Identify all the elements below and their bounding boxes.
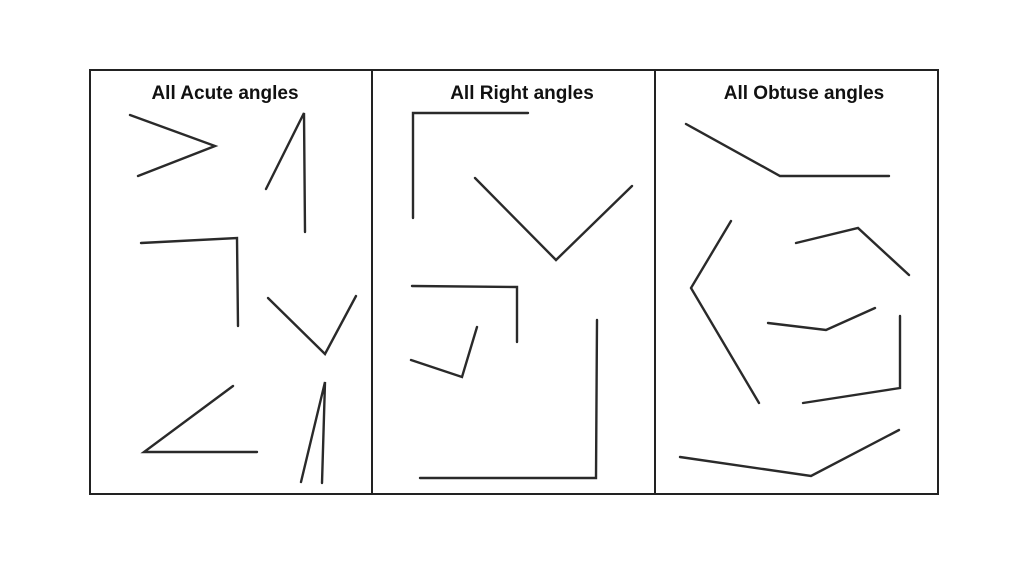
- acute-angle: [139, 236, 240, 328]
- obtuse-angle: [794, 226, 911, 277]
- right-angle: [410, 284, 519, 344]
- right-column-title: All Right angles: [450, 83, 594, 104]
- obtuse-angle: [678, 428, 901, 478]
- outer-frame: [89, 69, 939, 495]
- right-angle: [418, 318, 599, 480]
- acute-angle: [264, 112, 307, 234]
- obtuse-angle: [766, 306, 877, 332]
- obtuse-angle: [684, 122, 891, 178]
- obtuse-column-title: All Obtuse angles: [724, 83, 884, 104]
- right-angle: [409, 325, 479, 379]
- right-angle: [473, 176, 634, 262]
- acute-angle: [266, 294, 358, 356]
- obtuse-angle: [689, 219, 761, 405]
- acute-angle: [128, 113, 219, 178]
- acute-angle: [140, 384, 259, 454]
- right-angle: [411, 111, 530, 220]
- obtuse-angle: [801, 314, 902, 405]
- acute-angle: [299, 381, 327, 485]
- acute-column-title: All Acute angles: [151, 83, 298, 104]
